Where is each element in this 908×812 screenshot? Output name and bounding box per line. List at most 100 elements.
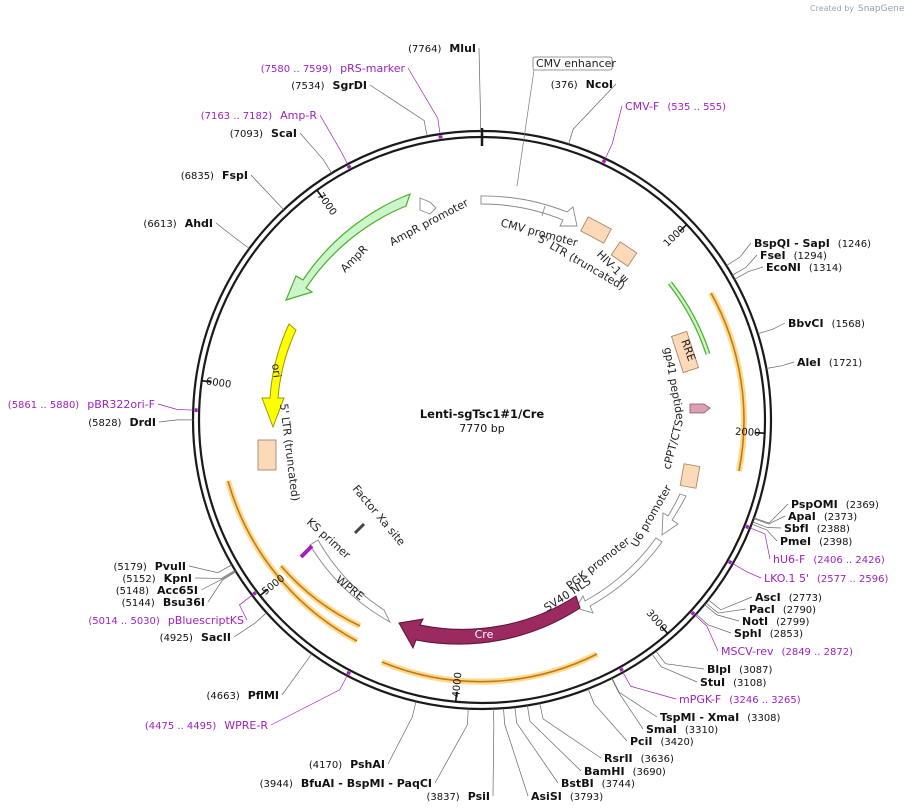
site-leader-1	[568, 83, 617, 145]
site-pos-18: (3310)	[685, 725, 718, 736]
primer-name-6[interactable]: pBluescriptKS	[168, 614, 244, 627]
ampr-label: AmpR	[338, 242, 371, 275]
site-name-5[interactable]: BbvCI	[788, 317, 824, 330]
tick-label-4000: 4000	[451, 672, 464, 698]
tick-label-6000: 6000	[205, 376, 232, 390]
primer-mark-6[interactable]	[252, 591, 257, 596]
primer-pos-2: (2577 .. 2596)	[817, 574, 889, 585]
site-name-27[interactable]: PflMI	[248, 689, 279, 702]
pgk-promoter-arrow[interactable]	[575, 537, 663, 614]
brand-logo: Created by SnapGene	[810, 4, 905, 14]
site-name-30[interactable]: Acc65I	[157, 584, 198, 597]
primer-mark-0[interactable]	[601, 159, 607, 164]
primer-name-9[interactable]: pRS-marker	[340, 62, 405, 75]
primer-name-7[interactable]: pBR322ori-F	[87, 398, 155, 411]
cppt-cts-box[interactable]	[679, 463, 701, 489]
site-name-26[interactable]: PshAI	[350, 758, 385, 771]
primer-mark-8[interactable]	[346, 164, 352, 169]
site-name-32[interactable]: PvuII	[155, 560, 186, 573]
site-name-8[interactable]: ApaI	[788, 510, 816, 523]
gp41-peptide-arrow[interactable]	[689, 403, 711, 414]
cmv-promoter-arrow[interactable]	[480, 195, 578, 227]
site-name-36[interactable]: ScaI	[271, 127, 297, 140]
site-leader-6	[766, 361, 795, 369]
site-name-15[interactable]: BlpI	[707, 663, 731, 676]
site-name-25[interactable]: BfuAI - BspMI - PaqCI	[301, 777, 432, 790]
site-name-14[interactable]: SphI	[734, 627, 762, 640]
factor-xa-mark[interactable]	[353, 522, 366, 535]
primer-name-2[interactable]: LKO.1 5'	[764, 572, 809, 585]
primer-mark-9[interactable]	[438, 135, 443, 139]
site-pos-23: (3793)	[570, 792, 603, 803]
site-name-23[interactable]: AsiSI	[531, 790, 562, 803]
primer-mark-2[interactable]	[727, 559, 733, 565]
site-pos-37: (7534)	[291, 81, 324, 92]
site-name-20[interactable]: RsrII	[604, 752, 633, 765]
site-name-10[interactable]: PmeI	[780, 535, 811, 548]
ampr-arrow[interactable]	[284, 192, 411, 301]
site-name-6[interactable]: AleI	[797, 356, 821, 369]
u6-promoter-arrow[interactable]	[661, 493, 687, 536]
site-name-19[interactable]: PciI	[630, 735, 652, 748]
site-name-37[interactable]: SgrDI	[333, 79, 367, 92]
primer-mark-4[interactable]	[619, 667, 624, 672]
site-name-11[interactable]: AscI	[755, 591, 781, 604]
ori-arrow[interactable]	[261, 323, 297, 429]
site-name-21[interactable]: BamHI	[584, 765, 625, 778]
orf-inner[interactable]	[280, 565, 361, 627]
site-name-28[interactable]: SacII	[201, 631, 231, 644]
orf-right[interactable]	[710, 292, 745, 472]
site-name-34[interactable]: AhdI	[185, 217, 213, 230]
tick-label-7000: 7000	[315, 191, 339, 218]
rre-box[interactable]	[670, 330, 700, 374]
feature-track	[225, 192, 747, 685]
orf-bottom[interactable]	[381, 653, 598, 683]
ks-primer-mark[interactable]	[299, 544, 314, 559]
primer-sites: CMV-F(535 .. 555)hU6-F(2406 .. 2426)LKO.…	[8, 62, 889, 732]
site-name-29[interactable]: Bsu36I	[163, 596, 205, 609]
site-name-35[interactable]: FspI	[222, 169, 248, 182]
primer-name-5[interactable]: WPRE-R	[224, 719, 268, 732]
primer-name-1[interactable]: hU6-F	[773, 553, 805, 566]
ltr-3-box[interactable]	[257, 439, 277, 471]
site-name-33[interactable]: DrdI	[129, 416, 156, 429]
site-name-22[interactable]: BstBI	[561, 777, 594, 790]
site-pos-0: (7764)	[408, 44, 441, 55]
primer-name-3[interactable]: MSCV-rev	[721, 645, 774, 658]
site-leader-0	[478, 47, 481, 132]
primer-name-0[interactable]: CMV-F	[625, 100, 659, 113]
site-name-0[interactable]: MluI	[449, 42, 476, 55]
cmv-enhancer-line	[516, 69, 535, 187]
primer-name-4[interactable]: mPGK-F	[679, 693, 721, 706]
site-name-9[interactable]: SbfI	[784, 522, 809, 535]
site-name-16[interactable]: StuI	[700, 676, 725, 689]
wpre-box[interactable]	[309, 539, 392, 624]
cre-arrow[interactable]	[398, 595, 581, 650]
site-name-4[interactable]: EcoNI	[766, 261, 801, 274]
primer-name-8[interactable]: Amp-R	[280, 109, 317, 122]
hiv-psi-box[interactable]	[610, 241, 638, 267]
ampr-promoter-arrow[interactable]	[419, 197, 437, 215]
site-name-13[interactable]: NotI	[742, 615, 768, 628]
site-name-17[interactable]: TspMI - XmaI	[660, 711, 739, 724]
orf-left[interactable]	[227, 480, 358, 642]
primer-pos-4: (3246 .. 3265)	[729, 695, 801, 706]
cmv-enhancer-box[interactable]	[532, 56, 613, 71]
ltr-5-box[interactable]	[580, 216, 612, 244]
site-name-7[interactable]: PspOMI	[791, 498, 838, 511]
site-leader-8	[753, 515, 786, 525]
site-name-2[interactable]: BspQI - SapI	[754, 237, 830, 250]
site-name-12[interactable]: PacI	[749, 603, 775, 616]
primer-mark-1[interactable]	[745, 524, 750, 530]
site-name-24[interactable]: PsiI	[468, 790, 490, 803]
primer-leader-2	[732, 563, 762, 579]
site-name-1[interactable]: NcoI	[586, 78, 613, 91]
site-name-31[interactable]: KpnI	[164, 572, 192, 585]
primer-mark-5[interactable]	[346, 670, 351, 676]
primer-mark-3[interactable]	[690, 610, 696, 616]
site-name-18[interactable]: SmaI	[646, 723, 677, 736]
site-name-3[interactable]: FseI	[760, 249, 786, 262]
site-pos-24: (3837)	[426, 792, 459, 803]
site-leader-14	[695, 613, 732, 634]
